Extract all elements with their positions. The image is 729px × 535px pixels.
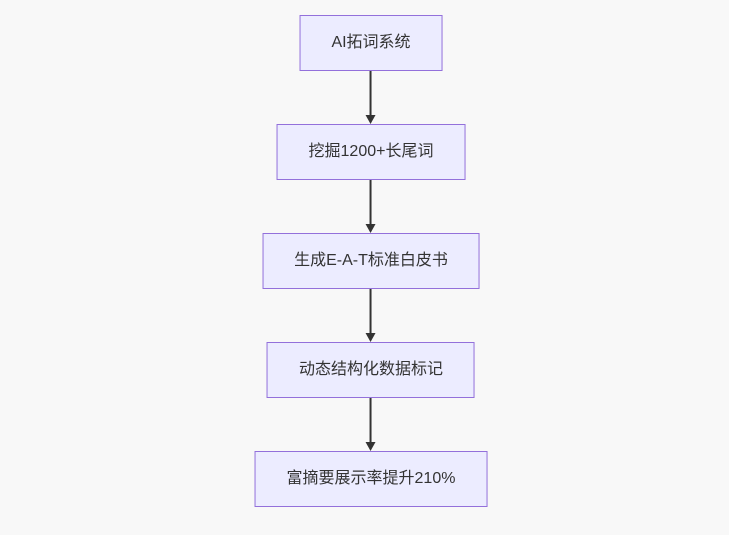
flow-node-longtail-mining: 挖掘1200+长尾词 [276,124,466,180]
flow-arrow-1 [364,71,378,124]
arrowhead-down-icon [366,333,376,342]
arrow-line [370,398,372,443]
flow-node-label: 挖掘1200+长尾词 [308,143,434,160]
arrow-line [370,71,372,116]
flow-node-label: 富摘要展示率提升210% [286,470,456,487]
flow-node-eat-whitepaper: 生成E-A-T标准白皮书 [262,233,480,289]
flow-node-rich-snippet-result: 富摘要展示率提升210% [254,451,488,507]
flow-node-ai-word-system: AI拓词系统 [299,15,443,71]
flow-node-label: 生成E-A-T标准白皮书 [294,252,448,269]
flow-arrow-4 [364,398,378,451]
flow-node-label: 动态结构化数据标记 [298,361,443,378]
arrowhead-down-icon [366,442,376,451]
arrow-line [370,289,372,334]
flow-node-structured-data: 动态结构化数据标记 [266,342,475,398]
flow-arrow-3 [364,289,378,342]
arrowhead-down-icon [366,115,376,124]
arrowhead-down-icon [366,224,376,233]
arrow-line [370,180,372,225]
flowchart: AI拓词系统 挖掘1200+长尾词 生成E-A-T标准白皮书 动态结构化数据标记… [254,15,488,507]
flow-node-label: AI拓词系统 [331,34,411,51]
flow-arrow-2 [364,180,378,233]
